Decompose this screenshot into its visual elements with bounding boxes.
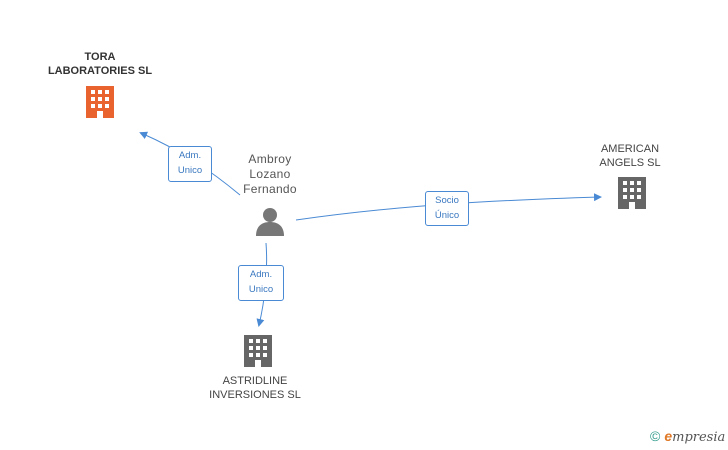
empresia-logo: ©empresia bbox=[650, 428, 725, 445]
building-icon[interactable] bbox=[242, 333, 274, 369]
company-tora-line1: TORA bbox=[84, 51, 116, 63]
company-astridline-label[interactable]: ASTRIDLINE INVERSIONES SL bbox=[190, 374, 320, 402]
company-american-line2: ANGELS SL bbox=[599, 157, 661, 169]
building-icon[interactable] bbox=[84, 84, 116, 120]
person-line3: Fernando bbox=[243, 182, 297, 196]
person-icon[interactable] bbox=[254, 205, 286, 237]
company-tora-line2: LABORATORIES SL bbox=[47, 65, 153, 77]
relation-label-adm-unico-astridline[interactable]: Adm. Unico bbox=[238, 265, 284, 301]
brand-name: mpresia bbox=[672, 430, 726, 445]
relation-label-adm-unico-tora[interactable]: Adm. Unico bbox=[168, 146, 212, 182]
building-icon[interactable] bbox=[616, 175, 648, 211]
relation-line2: Unico bbox=[177, 165, 203, 176]
person-label[interactable]: Ambroy Lozano Fernando bbox=[220, 152, 320, 197]
company-american-line1: AMERICAN bbox=[600, 143, 660, 155]
relation-label-socio-unico-american[interactable]: Socio Único bbox=[425, 191, 469, 226]
person-line1: Ambroy bbox=[248, 152, 292, 166]
brand-initial: e bbox=[664, 428, 673, 444]
company-american-label[interactable]: AMERICAN ANGELS SL bbox=[575, 142, 685, 170]
relation-line1: Adm. bbox=[249, 269, 273, 280]
company-tora-label[interactable]: TORA LABORATORIES SL bbox=[30, 50, 170, 78]
relation-line2: Único bbox=[434, 210, 460, 221]
company-astridline-line1: ASTRIDLINE bbox=[222, 375, 288, 387]
copyright-symbol: © bbox=[650, 428, 661, 444]
person-line2: Lozano bbox=[249, 167, 291, 181]
relation-line2: Unico bbox=[248, 284, 274, 295]
relation-line1: Socio bbox=[435, 195, 459, 206]
company-astridline-line2: INVERSIONES SL bbox=[209, 389, 301, 401]
relation-line1: Adm. bbox=[178, 150, 202, 161]
